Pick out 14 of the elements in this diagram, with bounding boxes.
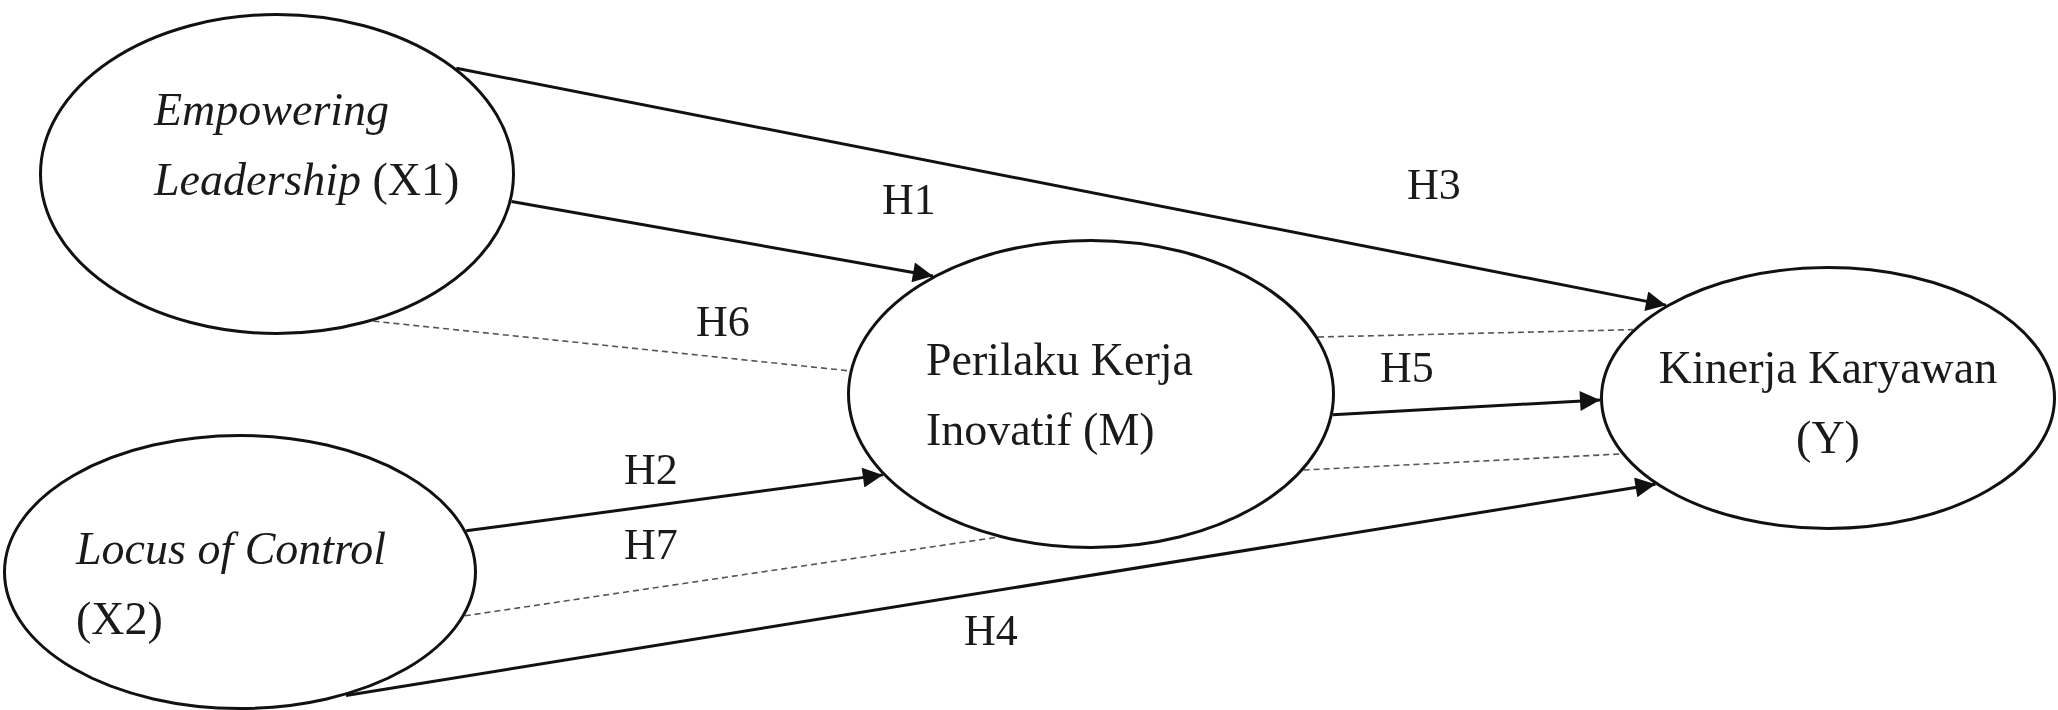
ellipse-node: [847, 239, 1335, 549]
node-label: Kinerja Karyawan (Y): [1657, 341, 1999, 465]
node-label: Locus of Control (X2): [76, 522, 388, 646]
arrow: [511, 200, 934, 283]
arrow: [466, 467, 884, 533]
arrow: [456, 66, 1667, 312]
arrow: [1332, 391, 1601, 417]
ellipse-node: [1600, 266, 2056, 530]
node-label: Empowering Leadership (X1): [154, 83, 461, 207]
node-label: Perilaku Kerja Inovatif (M): [926, 333, 1194, 457]
arrow: [345, 477, 1656, 697]
ellipse-node: [39, 13, 515, 335]
dashed-line: [1317, 328, 1634, 338]
ellipse-node: [3, 434, 477, 710]
